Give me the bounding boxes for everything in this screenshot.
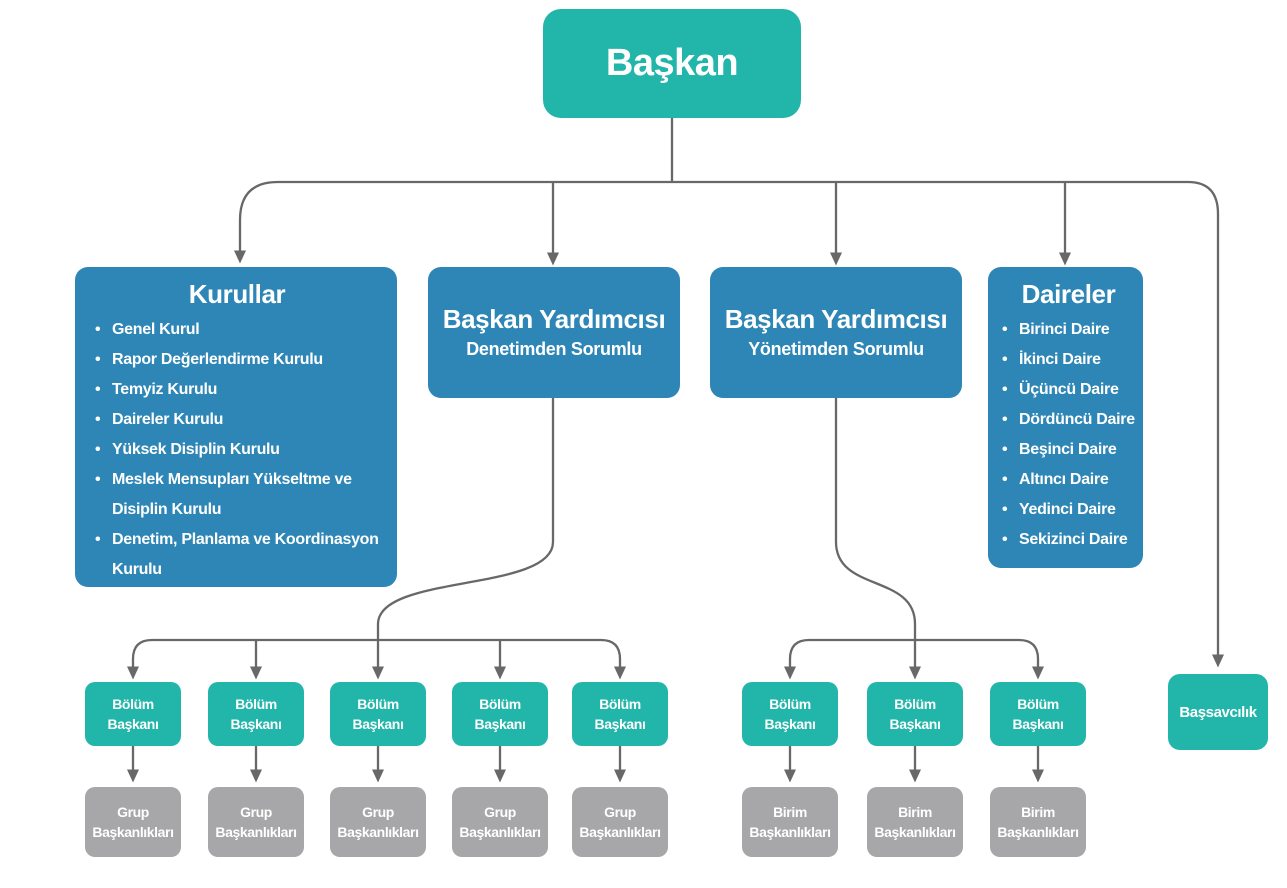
node-bolum-baskani-6: Bölüm Başkanı <box>742 682 838 746</box>
edge-vp-admin-stem <box>834 398 921 680</box>
kurullar-item-6: Meslek Mensupları Yükseltme ve Disiplin … <box>95 465 379 525</box>
edge-to-bassavcilik <box>1187 180 1224 668</box>
kurullar-list: Genel Kurul Rapor Değerlendirme Kurulu T… <box>95 315 379 585</box>
node-grup-baskanliklari-5: Grup Başkanlıkları <box>572 787 668 857</box>
edge-admin-drop-3 <box>1018 638 1044 680</box>
node-grup-baskanliklari-2: Grup Başkanlıkları <box>208 787 304 857</box>
baskan-label: Başkan <box>605 42 739 84</box>
kurullar-item-1: Genel Kurul <box>95 315 379 345</box>
node-bolum-baskani-3: Bölüm Başkanı <box>330 682 426 746</box>
node-birim-baskanliklari-1: Birim Başkanlıkları <box>742 787 838 857</box>
node-bolum-baskani-1: Bölüm Başkanı <box>85 682 181 746</box>
grup-baskanliklari-label: Grup Başkanlıkları <box>215 804 297 840</box>
node-grup-baskanliklari-3: Grup Başkanlıkları <box>330 787 426 857</box>
grup-baskanliklari-label: Grup Başkanlıkları <box>459 804 541 840</box>
vp-denetim-title: Başkan Yardımcısı <box>442 304 666 334</box>
edge-vp-audit-stem <box>372 398 555 680</box>
node-vp-denetim: Başkan Yardımcısı Denetimden Sorumlu <box>428 267 680 398</box>
node-bolum-baskani-8: Bölüm Başkanı <box>990 682 1086 746</box>
daireler-list: Birinci Daire İkinci Daire Üçüncü Daire … <box>1002 315 1135 555</box>
bolum-baskani-label: Bölüm Başkanı <box>1012 696 1064 732</box>
node-grup-baskanliklari-4: Grup Başkanlıkları <box>452 787 548 857</box>
bolum-baskani-label: Bölüm Başkanı <box>230 696 282 732</box>
birim-baskanliklari-label: Birim Başkanlıkları <box>874 804 956 840</box>
grup-baskanliklari-label: Grup Başkanlıkları <box>92 804 174 840</box>
daireler-item-1: Birinci Daire <box>1002 315 1135 345</box>
vp-denetim-subtitle: Denetimden Sorumlu <box>466 339 642 359</box>
node-bolum-baskani-4: Bölüm Başkanı <box>452 682 548 746</box>
bolum-baskani-label: Bölüm Başkanı <box>474 696 526 732</box>
birim-baskanliklari-label: Birim Başkanlıkları <box>749 804 831 840</box>
edge-audit-drop-5 <box>600 638 626 680</box>
daireler-item-2: İkinci Daire <box>1002 345 1135 375</box>
node-vp-yonetim: Başkan Yardımcısı Yönetimden Sorumlu <box>710 267 962 398</box>
kurullar-item-3: Temyiz Kurulu <box>95 375 379 405</box>
bolum-baskani-label: Bölüm Başkanı <box>764 696 816 732</box>
bolum-baskani-label: Bölüm Başkanı <box>594 696 646 732</box>
kurullar-item-5: Yüksek Disiplin Kurulu <box>95 435 379 465</box>
daireler-item-3: Üçüncü Daire <box>1002 375 1135 405</box>
daireler-item-5: Beşinci Daire <box>1002 435 1135 465</box>
bolum-baskani-label: Bölüm Başkanı <box>107 696 159 732</box>
node-grup-baskanliklari-1: Grup Başkanlıkları <box>85 787 181 857</box>
edge-admin-drop-1 <box>784 638 810 680</box>
birim-baskanliklari-label: Birim Başkanlıkları <box>997 804 1079 840</box>
daireler-item-6: Altıncı Daire <box>1002 465 1135 495</box>
bassavcilik-label: Başsavcılık <box>1179 703 1257 721</box>
bolum-baskani-label: Bölüm Başkanı <box>889 696 941 732</box>
grup-baskanliklari-label: Grup Başkanlıkları <box>337 804 419 840</box>
node-bolum-baskani-5: Bölüm Başkanı <box>572 682 668 746</box>
daireler-item-4: Dördüncü Daire <box>1002 405 1135 435</box>
node-bassavcilik: Başsavcılık <box>1168 674 1268 750</box>
node-bolum-baskani-7: Bölüm Başkanı <box>867 682 963 746</box>
daireler-title: Daireler <box>1021 279 1116 309</box>
bolum-baskani-label: Bölüm Başkanı <box>352 696 404 732</box>
daireler-item-8: Sekizinci Daire <box>1002 525 1135 555</box>
node-daireler: Daireler Birinci Daire İkinci Daire Üçün… <box>988 267 1143 568</box>
kurullar-item-4: Daireler Kurulu <box>95 405 379 435</box>
vp-yonetim-subtitle: Yönetimden Sorumlu <box>748 339 924 359</box>
node-kurullar: Kurullar Genel Kurul Rapor Değerlendirme… <box>75 267 397 587</box>
node-bolum-baskani-2: Bölüm Başkanı <box>208 682 304 746</box>
kurullar-item-7: Denetim, Planlama ve Koordinasyon Kurulu <box>95 525 379 585</box>
node-baskan: Başkan <box>543 9 801 118</box>
kurullar-title: Kurullar <box>188 279 286 309</box>
node-birim-baskanliklari-3: Birim Başkanlıkları <box>990 787 1086 857</box>
vp-yonetim-title: Başkan Yardımcısı <box>724 304 948 334</box>
node-birim-baskanliklari-2: Birim Başkanlıkları <box>867 787 963 857</box>
kurullar-item-2: Rapor Değerlendirme Kurulu <box>95 345 379 375</box>
edge-to-kurullar <box>234 180 279 264</box>
grup-baskanliklari-label: Grup Başkanlıkları <box>579 804 661 840</box>
edge-audit-drop-1 <box>127 638 153 680</box>
daireler-item-7: Yedinci Daire <box>1002 495 1135 525</box>
